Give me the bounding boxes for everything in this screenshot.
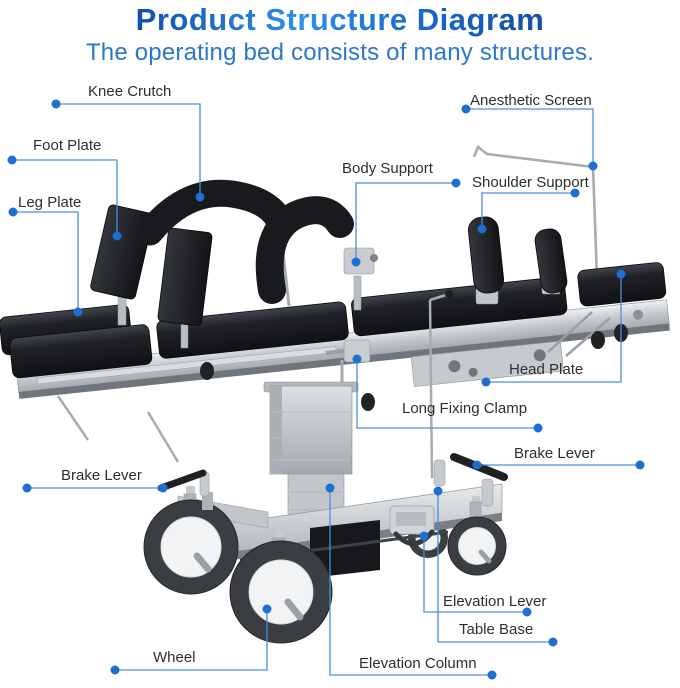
- knee-crutch-pad: [136, 179, 292, 246]
- connector-shoulder-support: [481, 192, 575, 229]
- label-table-base: Table Base: [459, 621, 534, 638]
- brake-lever-right-part: [433, 453, 508, 507]
- brake-lever-left-part: [157, 469, 213, 510]
- label-knee-crutch: Knee Crutch: [88, 83, 172, 100]
- connector-leg-plate: [13, 211, 79, 312]
- page-title: Product Structure Diagram: [135, 2, 545, 37]
- header: Product Structure Diagram The operating …: [0, 0, 680, 67]
- brake-lever-grip: [157, 469, 207, 492]
- connector-wheel: [115, 609, 268, 671]
- side-rail: [37, 346, 337, 385]
- head-plate-strut: [547, 311, 593, 353]
- label-body-support: Body Support: [342, 160, 433, 177]
- shoulder-support-pad: [534, 228, 568, 294]
- back-pad: [351, 276, 568, 337]
- base-bellows-cover: [310, 520, 380, 578]
- connector-long-fixing-clamp: [356, 359, 538, 429]
- page-subtitle: The operating bed consists of many struc…: [85, 39, 595, 66]
- table-accessories: [56, 179, 628, 479]
- connector-elevation-column: [329, 488, 492, 676]
- connector-table-base: [437, 491, 553, 643]
- leg-support-pad: [157, 227, 213, 327]
- anesthetic-screen-frame: [472, 144, 599, 279]
- leg-plate-pad-front: [9, 324, 153, 379]
- label-wheel: Wheel: [153, 649, 196, 666]
- label-brake-lever-right: Brake Lever: [514, 445, 595, 462]
- label-elevation-column: Elevation Column: [359, 655, 477, 672]
- label-anesthetic-screen: Anesthetic Screen: [470, 92, 592, 109]
- label-brake-lever-left: Brake Lever: [61, 467, 142, 484]
- adjustment-knob: [361, 393, 375, 411]
- seat-pad: [156, 301, 349, 359]
- connector-foot-plate: [12, 159, 118, 236]
- label-long-fixing-clamp: Long Fixing Clamp: [402, 400, 528, 417]
- adjustment-knob: [591, 331, 605, 349]
- body-support-pad: [255, 196, 354, 304]
- connector-elevation-lever: [423, 536, 527, 613]
- label-elevation-lever: Elevation Lever: [443, 593, 547, 610]
- connector-body-support: [355, 182, 456, 262]
- adjustment-knob: [200, 362, 214, 380]
- head-plate-strut: [565, 317, 611, 357]
- caster-front-right: [447, 496, 507, 576]
- callout-connectors: [7, 99, 645, 680]
- connector-anesthetic-screen: [466, 108, 594, 166]
- label-shoulder-support: Shoulder Support: [472, 174, 589, 191]
- label-leg-plate: Leg Plate: [18, 194, 82, 211]
- label-foot-plate: Foot Plate: [33, 137, 102, 154]
- table-frame-underside: [18, 323, 670, 399]
- label-head-plate: Head Plate: [509, 361, 584, 378]
- head-plate-pad: [577, 262, 667, 307]
- table-top: [0, 262, 670, 399]
- connector-head-plate: [486, 274, 622, 383]
- caster-back-left: [143, 486, 239, 595]
- elevation-lever-part: [389, 505, 435, 546]
- connector-knee-crutch: [56, 103, 201, 197]
